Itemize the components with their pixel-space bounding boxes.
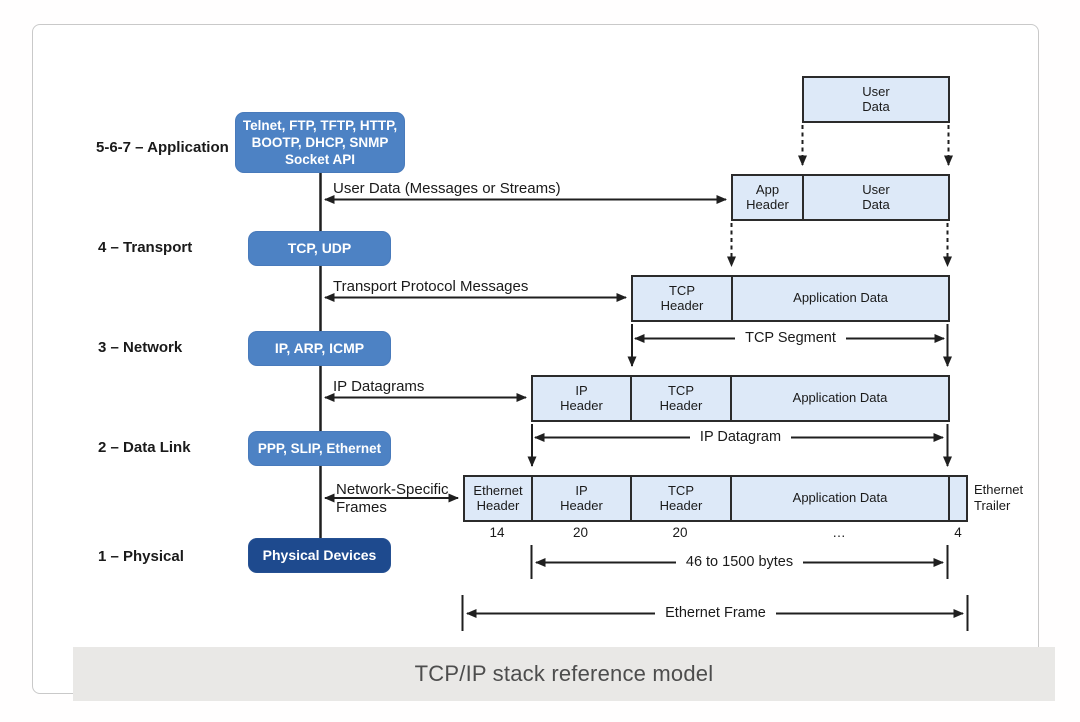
layer-label-datalink: 2 – Data Link [98,439,191,456]
diagram-card: 5-6-7 – Application 4 – Transport 3 – Ne… [32,24,1055,701]
pdu-cell-app-header: App Header [746,181,789,212]
measure-label-text: IP Datagram [689,428,792,446]
protocol-box-datalink: PPP, SLIP, Ethernet [248,431,391,466]
caption-bar: TCP/IP stack reference model [73,647,1055,701]
pdu-row-ethernet-frame: Ethernet Header IP Header TCP Header App… [463,475,968,522]
pdu-cell-application-data: Application Data [731,277,948,320]
layer-label-physical: 1 – Physical [98,548,184,565]
pdu-row-tcp-segment: TCP Header Application Data [631,275,950,322]
measure-label-ethernet-frame: Ethernet Frame [463,604,968,622]
flow-label-transport-messages: Transport Protocol Messages [333,278,529,295]
pdu-row-app-message: App Header User Data [731,174,950,221]
pdu-cell-application-data: Application Data [730,477,948,520]
measure-label-payload-size: 46 to 1500 bytes [531,553,948,571]
pdu-row-ip-datagram: IP Header TCP Header Application Data [531,375,950,422]
pdu-cell-ip-header: IP Header [560,382,603,413]
measure-label-tcp-segment: TCP Segment [631,329,950,347]
pdu-row-user-data: User Data [802,76,950,123]
pdu-cell-tcp-header: TCP Header [660,282,704,313]
pdu-cell-application-data: Application Data [730,377,948,420]
protocol-box-application: Telnet, FTP, TFTP, HTTP, BOOTP, DHCP, SN… [235,112,405,173]
byte-size-application-data: … [832,525,846,540]
flow-label-ip-datagrams: IP Datagrams [333,378,425,395]
byte-size-trailer: 4 [954,525,962,540]
protocol-box-transport: TCP, UDP [248,231,391,266]
flow-label-network-frames: Network-Specific Frames [336,481,449,516]
protocol-box-network: IP, ARP, ICMP [248,331,391,366]
pdu-cell-ip-header: IP Header [531,477,630,520]
byte-size-ip-header: 20 [572,525,589,540]
caption-text: TCP/IP stack reference model [414,661,714,686]
pdu-cell-user-data: User Data [802,176,948,219]
measure-label-text: 46 to 1500 bytes [675,553,804,571]
layer-label-application: 5-6-7 – Application [96,139,229,156]
layer-label-transport: 4 – Transport [98,239,193,256]
measure-label-ip-datagram: IP Datagram [531,428,950,446]
pdu-cell-ethernet-header: Ethernet Header [473,482,523,513]
pdu-cell-user-data: User Data [862,83,890,114]
layer-label-network: 3 – Network [98,339,183,356]
ethernet-trailer-label: Ethernet Trailer [974,482,1024,513]
measure-label-text: Ethernet Frame [655,604,776,622]
byte-size-ethernet-header: 14 [489,525,505,540]
pdu-cell-tcp-header: TCP Header [630,377,730,420]
measure-label-text: TCP Segment [735,329,846,347]
pdu-cell-tcp-header: TCP Header [630,477,730,520]
flow-label-user-data: User Data (Messages or Streams) [333,180,561,197]
pdu-cell-ethernet-trailer [948,477,966,520]
byte-size-tcp-header: 20 [672,525,688,540]
protocol-box-physical: Physical Devices [248,538,391,573]
